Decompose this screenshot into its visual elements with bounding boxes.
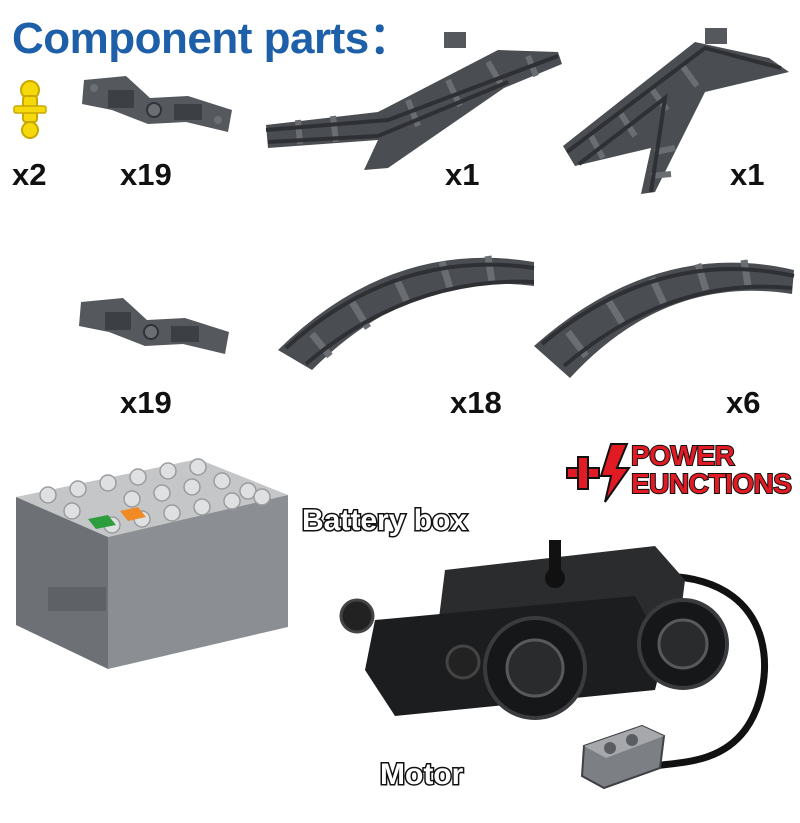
straight-track-icon bbox=[530, 228, 800, 383]
connector-quantity-top: x19 bbox=[120, 157, 172, 192]
motor-label: Motor bbox=[378, 757, 464, 793]
train-motor-icon bbox=[335, 540, 795, 815]
power-functions-line2: EUNCTIONS bbox=[630, 468, 793, 499]
power-functions-text: POWER EUNCTIONS bbox=[630, 440, 793, 499]
straight-track-quantity: x6 bbox=[726, 385, 761, 420]
power-functions-logo: POWER EUNCTIONS bbox=[565, 440, 793, 504]
curved-track-icon bbox=[272, 224, 542, 374]
stopper-quantity: x2 bbox=[12, 157, 47, 192]
track-connector-icon bbox=[75, 292, 233, 360]
connector-quantity-mid: x19 bbox=[120, 385, 172, 420]
curved-track-quantity: x18 bbox=[450, 385, 502, 420]
track-connector-icon bbox=[78, 70, 236, 140]
battery-box-label: Battery box bbox=[300, 503, 468, 539]
yellow-stopper-icon bbox=[8, 78, 52, 140]
page-title: Component parts： bbox=[12, 14, 413, 63]
power-functions-bolt-icon bbox=[566, 443, 631, 503]
battery-box-icon bbox=[8, 455, 298, 675]
power-functions-line1: POWER bbox=[630, 440, 736, 471]
right-switch-quantity: x1 bbox=[730, 157, 765, 192]
right-switch-track-icon bbox=[555, 28, 795, 198]
left-switch-quantity: x1 bbox=[445, 157, 480, 192]
left-switch-track-icon bbox=[258, 30, 568, 175]
